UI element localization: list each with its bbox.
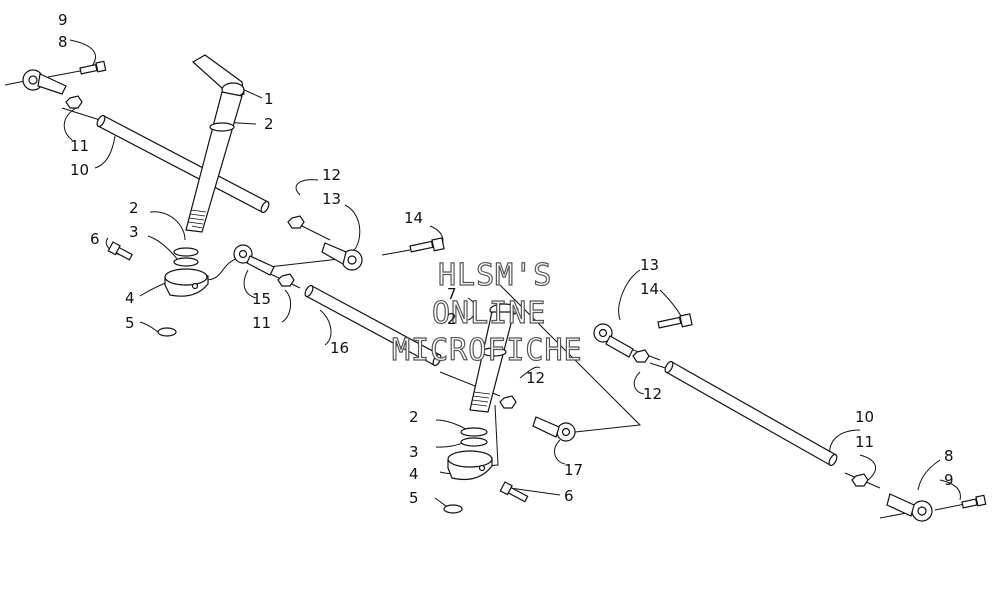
callout-7: 7 <box>447 285 457 303</box>
rod-ends <box>22 69 933 522</box>
nut-12-right <box>632 349 650 363</box>
watermark-line3: MICROFICHE <box>392 333 583 368</box>
tie-rod-middle <box>304 284 442 367</box>
rod-end-right-upper <box>593 323 634 358</box>
nuts <box>65 95 869 487</box>
nut-11-mid <box>277 273 295 287</box>
callout-15: 15 <box>252 290 271 308</box>
bolt-9-lower <box>961 494 987 509</box>
rod-end-upper-left <box>22 69 67 95</box>
callout-5: 5 <box>409 489 419 507</box>
callout-16: 16 <box>330 339 349 357</box>
tie-rod-right <box>664 360 838 467</box>
watermark: HLSM'S ONLINE MICROFICHE <box>391 257 583 368</box>
steering-arm-left <box>164 268 209 297</box>
callout-3: 3 <box>129 223 139 241</box>
callout-14: 14 <box>640 280 659 298</box>
steering-arm-right <box>447 450 493 481</box>
callout-4: 4 <box>125 289 135 307</box>
callout-2: 2 <box>409 408 419 426</box>
leader-lines <box>4 39 966 519</box>
callout-9: 9 <box>58 11 68 29</box>
callout-10: 10 <box>855 408 874 426</box>
bolt-6-left <box>107 241 133 261</box>
callout-11: 11 <box>855 433 874 451</box>
callout-6: 6 <box>564 487 574 505</box>
tie-rod-upper-left <box>96 114 270 214</box>
nut-12-mid <box>499 395 517 409</box>
callout-1: 1 <box>264 90 274 108</box>
bolt-14-upper <box>409 237 445 253</box>
bolt-14-right <box>657 313 693 329</box>
callout-2: 2 <box>264 115 274 133</box>
rod-end-17 <box>532 416 576 442</box>
callout-6: 6 <box>90 230 100 248</box>
rod-end-12-13 <box>321 242 363 271</box>
callout-14: 14 <box>404 209 423 227</box>
watermark-line2: ONLINE <box>432 296 546 331</box>
callout-12: 12 <box>322 166 341 184</box>
callout-13: 13 <box>322 190 341 208</box>
nut-12-upper <box>287 215 305 229</box>
callout-2: 2 <box>447 310 457 328</box>
bolts <box>79 60 987 509</box>
callout-8: 8 <box>58 33 68 51</box>
tie-rods <box>96 114 838 467</box>
callout-9: 9 <box>944 471 954 489</box>
steering-post-upper <box>185 54 245 233</box>
callout-10: 10 <box>70 161 89 179</box>
bolt-9-upper <box>79 60 107 75</box>
callout-2: 2 <box>129 199 139 217</box>
watermark-line1: HLSM'S <box>438 258 552 293</box>
callout-labels: 9 8 1 2 11 10 12 13 14 2 3 6 4 5 15 11 1… <box>58 11 954 507</box>
nut-11-lower <box>851 473 869 487</box>
callout-11: 11 <box>252 314 271 332</box>
callout-4: 4 <box>409 465 419 483</box>
callout-17: 17 <box>564 461 583 479</box>
bolt-6-right <box>499 481 529 503</box>
callout-12: 12 <box>643 385 662 403</box>
washers <box>157 247 488 514</box>
rod-end-15 <box>233 244 275 276</box>
callout-11: 11 <box>70 137 89 155</box>
steering-post-lower <box>469 303 519 413</box>
callout-3: 3 <box>409 443 419 461</box>
callout-13: 13 <box>640 256 659 274</box>
rod-end-lower-right <box>886 493 933 522</box>
callout-5: 5 <box>125 314 135 332</box>
nut-11-upper <box>65 95 83 109</box>
callout-12: 12 <box>526 369 545 387</box>
callout-8: 8 <box>944 447 954 465</box>
